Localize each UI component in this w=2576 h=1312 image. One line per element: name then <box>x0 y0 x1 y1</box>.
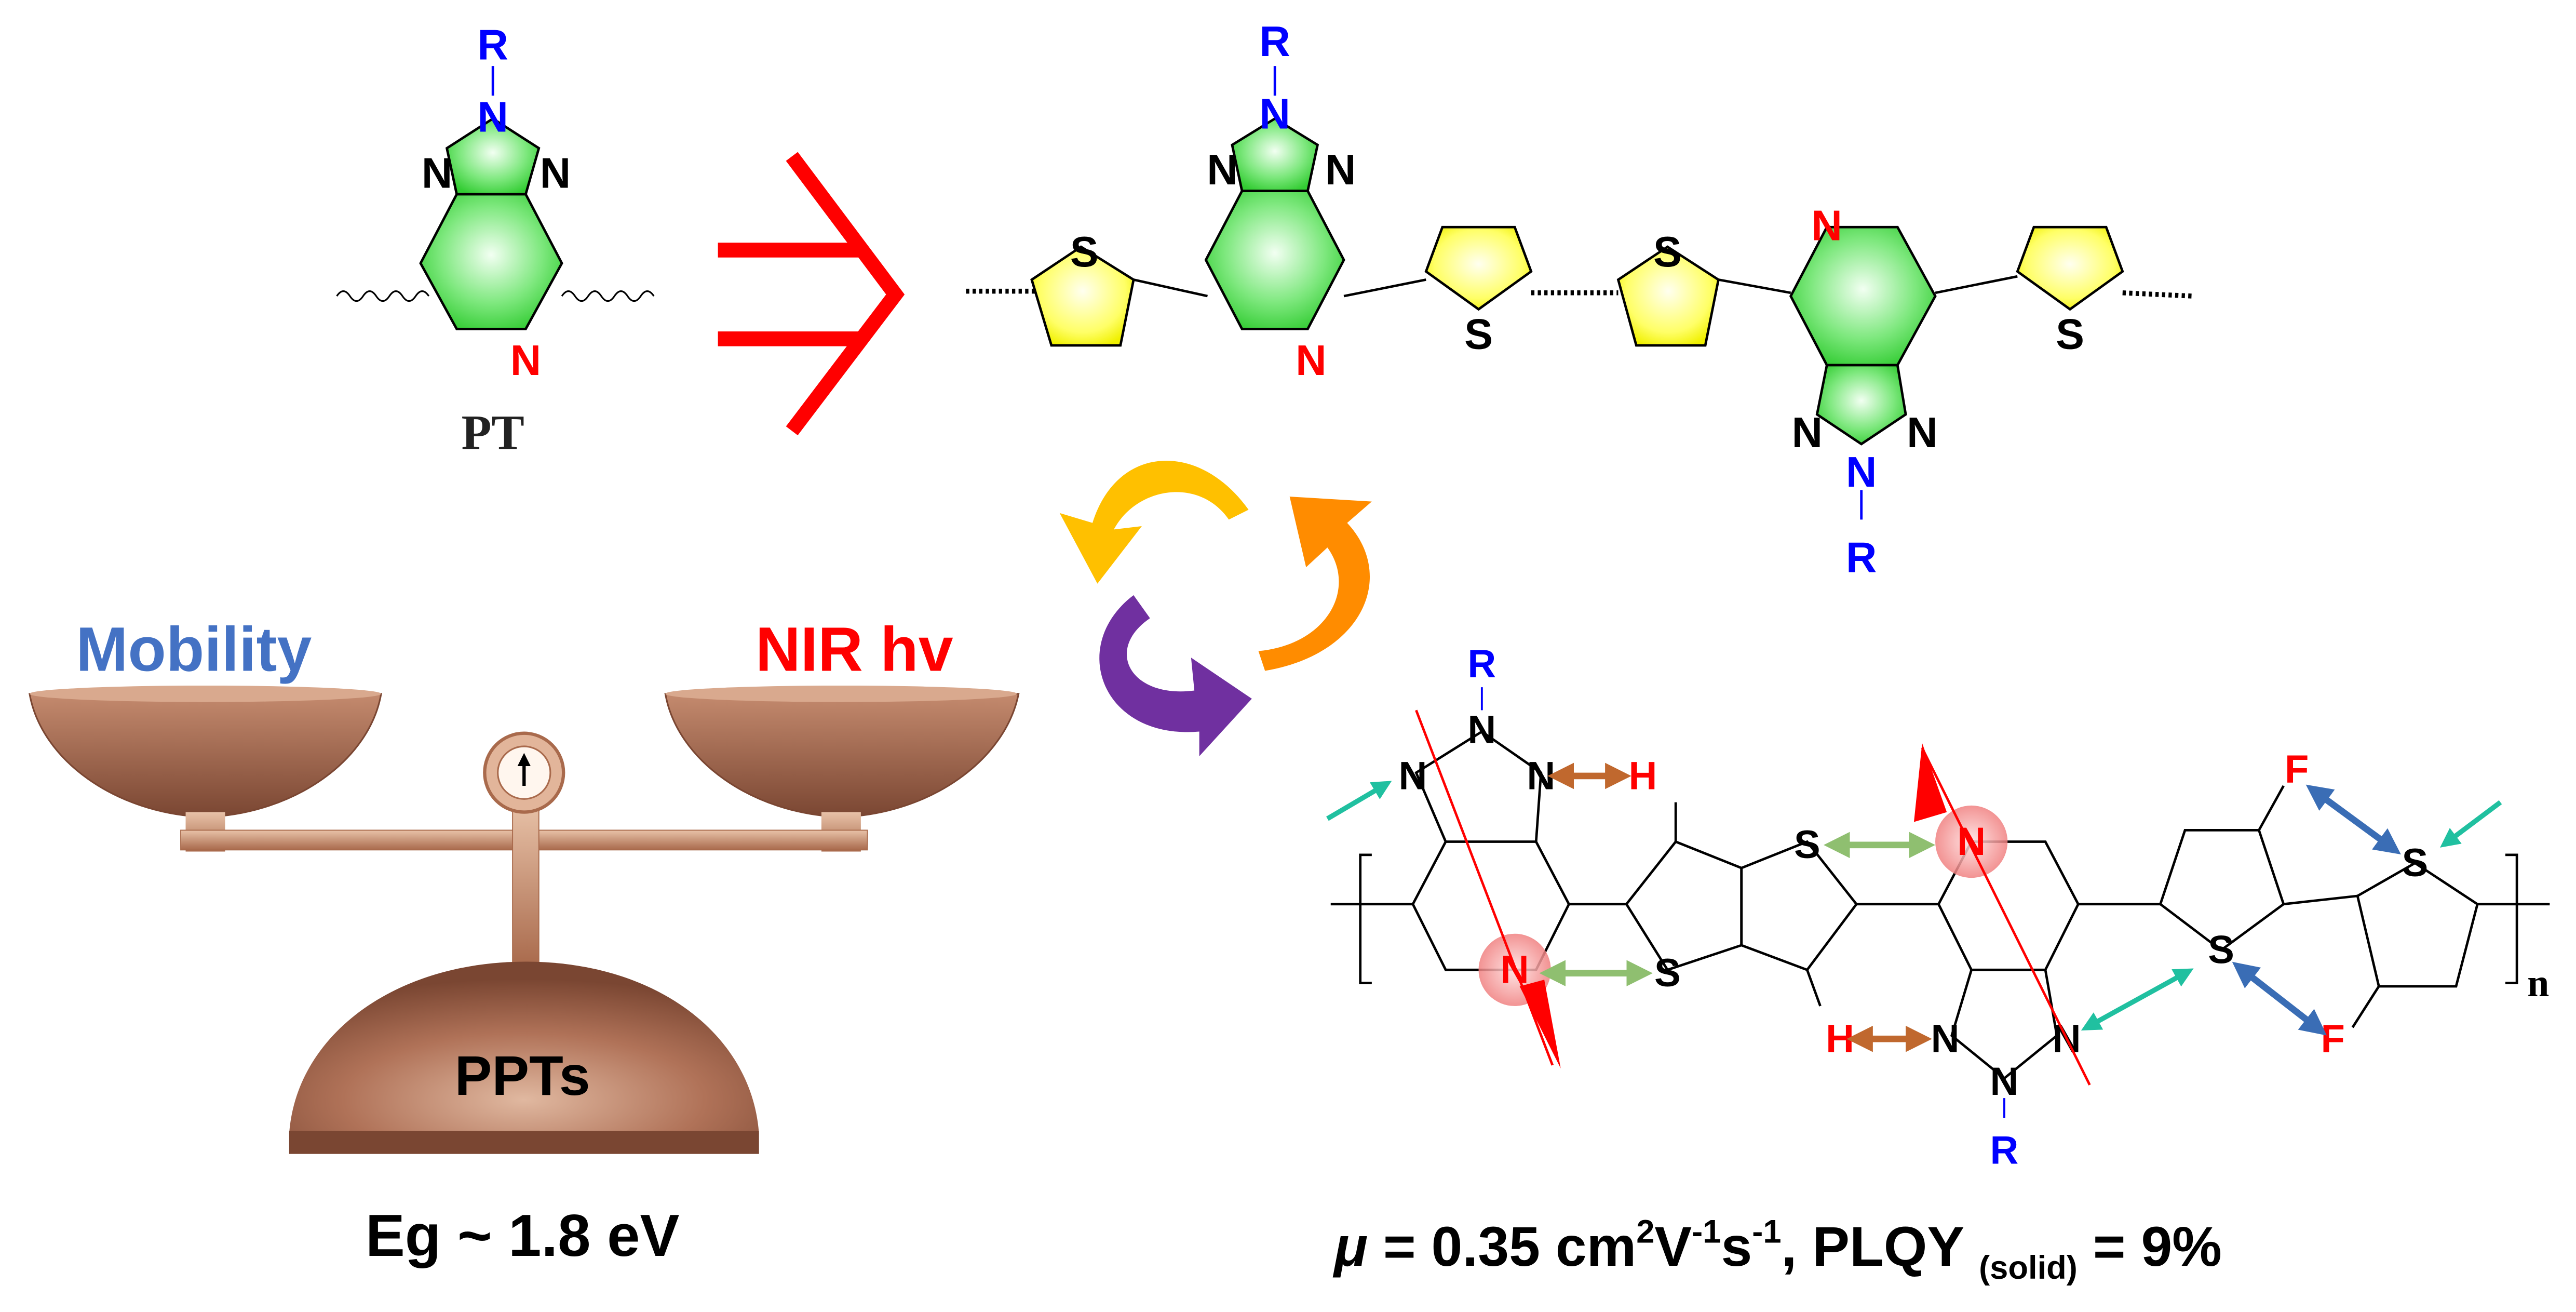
pyridine-ring <box>419 193 563 330</box>
unit-v: V <box>1654 1215 1692 1278</box>
atom-s: S <box>1070 229 1099 276</box>
cycle-arrows <box>1059 460 1372 756</box>
atom-n: N <box>1792 409 1823 457</box>
cycle-arrow-yellow <box>1059 460 1249 584</box>
mobility-label: Mobility <box>76 614 312 684</box>
pt-monomer: R N N N N PT <box>336 22 655 460</box>
thiophene-ring <box>1616 245 1720 347</box>
design-arrow <box>718 152 905 436</box>
interaction-arrow <box>2081 968 2194 1031</box>
base-label: PPTs <box>455 1045 590 1107</box>
atom-n: N <box>1812 203 1842 250</box>
atom-n: N <box>1296 337 1326 384</box>
atom-h: H <box>1826 1017 1854 1061</box>
atom-n-pyridine: N <box>510 337 541 384</box>
atom-f: F <box>2321 1017 2345 1061</box>
cycle-arrow-purple <box>1099 595 1252 756</box>
thiophene-ring <box>2016 225 2124 311</box>
nir-label: NIR hv <box>756 614 953 684</box>
atom-s: S <box>2208 928 2234 972</box>
atom-s: S <box>1794 823 1820 867</box>
atom-n: N <box>1846 449 1877 496</box>
thiophene-ring <box>1424 225 1533 311</box>
atom-r: R <box>1846 534 1877 582</box>
atom-r: R <box>1467 642 1496 686</box>
sub-solid: (solid) <box>1979 1250 2078 1286</box>
interaction-arrow <box>1326 781 1392 821</box>
cycle-arrow-orange <box>1258 497 1372 671</box>
atom-n: N <box>1931 1017 1960 1061</box>
left-pan <box>29 693 382 818</box>
unit-s: s <box>1721 1215 1752 1278</box>
atom-n-right: N <box>540 150 571 197</box>
sup-neg1a: -1 <box>1692 1214 1721 1250</box>
n-highlight-2 <box>1935 805 2008 878</box>
polymer-top: S R N N N N S S N N N N R S <box>966 18 2194 582</box>
atom-n: N <box>1467 708 1496 752</box>
thiophene-ring <box>1030 245 1135 347</box>
polymer-bottom: n R N N N H N S S N H N N N R <box>1326 642 2550 1173</box>
dipole-arrow-2 <box>1921 747 2091 1086</box>
atom-n: N <box>1907 409 1937 457</box>
interaction-arrow <box>2440 800 2502 848</box>
atom-s: S <box>1464 311 1493 358</box>
mu-value: = 0.35 cm <box>1368 1215 1636 1278</box>
result-line: μ = 0.35 cm2V-1s-1, PLQY (solid) = 9% <box>1332 1214 2222 1287</box>
sup-neg1b: -1 <box>1752 1214 1781 1250</box>
atom-r: R <box>477 22 508 69</box>
atom-s: S <box>1653 229 1682 276</box>
plqy-value: = 9% <box>2078 1215 2222 1278</box>
interaction-arrow <box>2305 784 2401 854</box>
sup-2: 2 <box>1636 1214 1654 1250</box>
repeat-n: n <box>2527 961 2549 1005</box>
atom-h: H <box>1628 754 1657 798</box>
atom-r: R <box>1259 18 1290 65</box>
wavy-bond-left <box>336 290 430 302</box>
atom-n: N <box>1990 1060 2019 1104</box>
atom-s: S <box>2056 311 2084 358</box>
atom-n-top: N <box>477 94 508 141</box>
atom-f: F <box>2285 747 2309 792</box>
atom-n: N <box>1527 754 1555 798</box>
right-pan <box>664 693 1020 818</box>
balance-scale: Mobility NIR hv PPTs Eg ~ 1.8 eV <box>29 614 1020 1269</box>
pt-label: PT <box>462 405 524 460</box>
pyridine-ring <box>1204 190 1345 330</box>
atom-n: N <box>1399 754 1427 798</box>
atom-n: N <box>1259 90 1290 138</box>
plqy-label: , PLQY <box>1782 1215 1979 1278</box>
atom-n: N <box>1325 146 1356 194</box>
mu-symbol: μ <box>1332 1215 1368 1278</box>
base-dome <box>289 961 759 1134</box>
atom-n-left: N <box>422 150 452 197</box>
triazole-ring <box>1815 364 1907 446</box>
atom-s: S <box>2402 841 2429 885</box>
interaction-arrow <box>2232 961 2327 1036</box>
atom-n: N <box>1207 146 1237 194</box>
atom-r: R <box>1990 1129 2019 1173</box>
wavy-bond-right <box>561 290 655 302</box>
atom-s: S <box>1654 951 1681 995</box>
bandgap-label: Eg ~ 1.8 eV <box>366 1203 680 1269</box>
